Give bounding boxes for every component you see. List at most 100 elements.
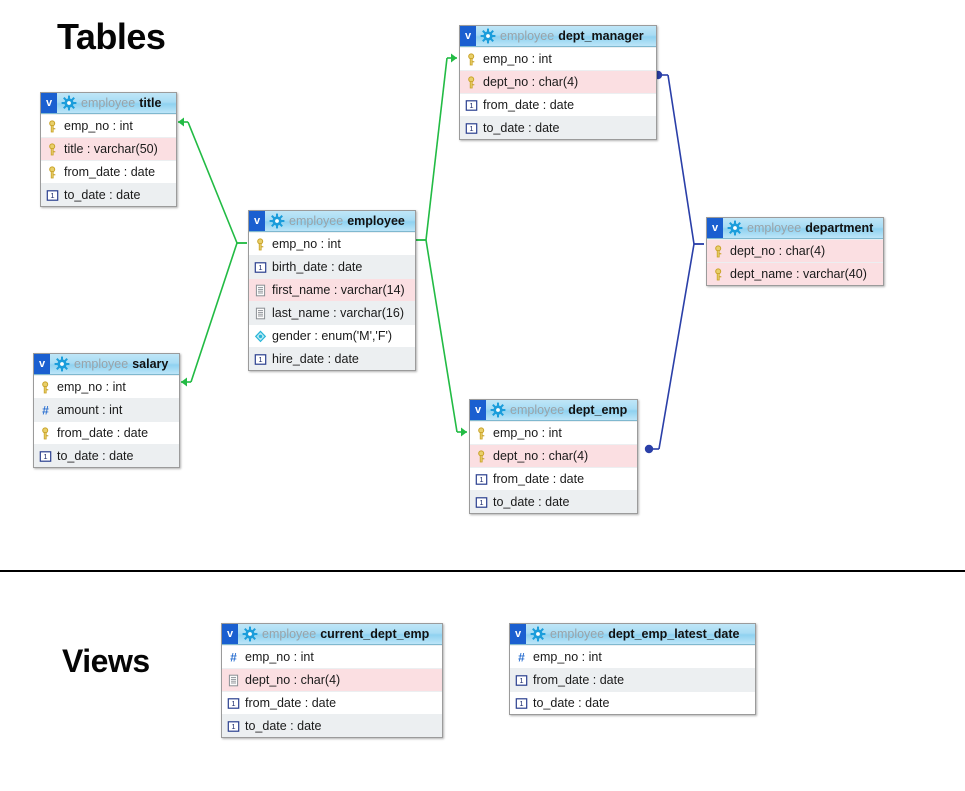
column-label: first_name : varchar(14) (272, 283, 405, 297)
key-icon (257, 237, 264, 250)
column-label: to_date : date (64, 188, 141, 202)
svg-text:1: 1 (43, 452, 47, 461)
key-icon (715, 244, 722, 257)
key-icon (49, 165, 56, 178)
column-label: to_date : date (57, 449, 134, 463)
column-label: dept_no : char(4) (730, 244, 826, 258)
column-row[interactable]: emp_no : int (470, 421, 637, 444)
column-row[interactable]: 1 birth_date : date (249, 255, 415, 278)
column-row[interactable]: emp_no : int (41, 114, 176, 137)
column-row[interactable]: 1 to_date : date (510, 691, 755, 714)
column-row[interactable]: from_date : date (41, 160, 176, 183)
date-icon: 1 (515, 674, 528, 686)
svg-text:1: 1 (231, 699, 235, 708)
number-icon: # (42, 404, 49, 417)
column-row[interactable]: dept_no : char(4) (460, 70, 656, 93)
column-label: emp_no : int (493, 426, 562, 440)
entity-schema: employee (500, 29, 555, 43)
column-row[interactable]: last_name : varchar(16) (249, 301, 415, 324)
relationship-department-dept_manager (653, 70, 704, 245)
text-icon (228, 674, 239, 686)
svg-text:1: 1 (519, 699, 523, 708)
column-row[interactable]: #emp_no : int (222, 645, 442, 668)
entity-schema: employee (747, 221, 802, 235)
date-icon: 1 (46, 189, 59, 201)
svg-text:1: 1 (469, 124, 473, 133)
svg-text:#: # (230, 651, 237, 664)
column-row[interactable]: first_name : varchar(14) (249, 278, 415, 301)
column-row[interactable]: 1 to_date : date (460, 116, 656, 139)
column-row[interactable]: dept_no : char(4) (222, 668, 442, 691)
column-row[interactable]: from_date : date (34, 421, 179, 444)
column-label: to_date : date (533, 696, 610, 710)
column-label: birth_date : date (272, 260, 363, 274)
column-row[interactable]: 1 to_date : date (34, 444, 179, 467)
column-row[interactable]: dept_name : varchar(40) (707, 262, 883, 285)
column-row[interactable]: 1 to_date : date (470, 490, 637, 513)
gear-icon (480, 28, 496, 44)
gear-icon (61, 95, 77, 111)
date-icon: 1 (475, 496, 488, 508)
entity-name: dept_manager (558, 29, 644, 43)
date-icon: 1 (227, 720, 240, 732)
date-icon: 1 (227, 697, 240, 709)
version-badge-icon: v (249, 211, 265, 231)
svg-text:1: 1 (469, 101, 473, 110)
column-row[interactable]: gender : enum('M','F') (249, 324, 415, 347)
section-title-views: Views (62, 643, 150, 679)
column-label: from_date : date (493, 472, 585, 486)
column-label: to_date : date (483, 121, 560, 135)
entity-name: title (139, 96, 162, 110)
column-label: emp_no : int (483, 52, 552, 66)
column-label: from_date : date (57, 426, 149, 440)
column-row[interactable]: 1 from_date : date (470, 467, 637, 490)
text-icon (255, 284, 266, 296)
date-icon: 1 (475, 473, 488, 485)
column-row[interactable]: emp_no : int (249, 232, 415, 255)
column-label: dept_no : char(4) (483, 75, 579, 89)
svg-text:1: 1 (258, 263, 262, 272)
column-label: emp_no : int (272, 237, 341, 251)
column-label: from_date : date (64, 165, 156, 179)
entity-schema: employee (289, 214, 344, 228)
version-badge-icon: v (470, 400, 486, 420)
column-row[interactable]: emp_no : int (34, 375, 179, 398)
relationship-department-dept_emp (644, 243, 704, 454)
column-label: to_date : date (493, 495, 570, 509)
column-row[interactable]: title : varchar(50) (41, 137, 176, 160)
column-row[interactable]: emp_no : int (460, 47, 656, 70)
column-row[interactable]: #emp_no : int (510, 645, 755, 668)
key-icon (468, 75, 475, 88)
column-row[interactable]: # amount : int (34, 398, 179, 421)
version-badge-icon: v (222, 624, 238, 644)
key-icon (478, 426, 485, 439)
entity-name: salary (132, 357, 169, 371)
column-row[interactable]: 1 to_date : date (41, 183, 176, 206)
text-icon (255, 307, 266, 319)
column-row[interactable]: dept_no : char(4) (470, 444, 637, 467)
column-row[interactable]: dept_no : char(4) (707, 239, 883, 262)
column-label: amount : int (57, 403, 123, 417)
